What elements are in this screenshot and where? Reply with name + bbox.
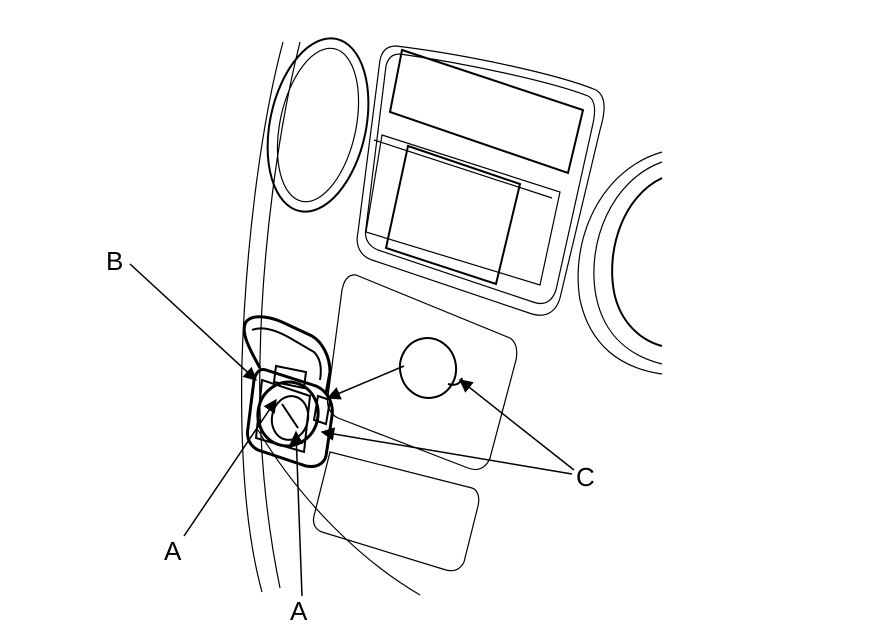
lower-display-screen [384, 144, 522, 286]
lower-display-frame [365, 134, 561, 286]
leader-b [129, 263, 257, 381]
console-bezel-outer [356, 45, 605, 316]
leader-a-lower-left [183, 398, 277, 537]
dashboard-left-edge-outer [240, 41, 284, 593]
outlet-cap-body [398, 337, 458, 399]
callout-a-lower-left: A [164, 536, 182, 566]
outlet-side-clip [312, 394, 332, 426]
leader-c-right [458, 379, 575, 471]
gauge-middle-arc [593, 161, 663, 365]
lower-center-panel [312, 274, 518, 572]
console-bezel-inner [364, 53, 596, 305]
bottom-tray [312, 451, 480, 572]
leader-c-left-lower [320, 427, 573, 475]
gauge-inner-arc [611, 177, 663, 347]
gauge-outer-arc [577, 151, 663, 375]
lower-display-frame-top [373, 139, 553, 199]
dashboard-left-edge-inner [259, 41, 301, 589]
leader-c-left-upper [326, 365, 405, 400]
outlet-socket-contact [281, 403, 299, 429]
outlet-socket-center [270, 395, 310, 441]
outlet-lid-inner [251, 327, 322, 381]
vent-inner-ring [276, 47, 360, 203]
accessory-panel [326, 274, 518, 471]
leader-a-bottom [289, 430, 304, 597]
vent-outer-ring [266, 37, 370, 213]
center-console [356, 45, 605, 316]
upper-display-screen [388, 48, 585, 175]
power-outlet [242, 315, 334, 468]
left-air-vent [266, 37, 370, 213]
outlet-cap [398, 337, 463, 399]
outlet-lid [242, 315, 332, 395]
callout-labels: B A A C [106, 246, 595, 626]
callout-c: C [576, 462, 595, 492]
callout-a-bottom: A [290, 596, 308, 626]
leader-lines [129, 263, 575, 597]
callout-b: B [106, 246, 123, 276]
gauge-cluster [577, 151, 663, 375]
